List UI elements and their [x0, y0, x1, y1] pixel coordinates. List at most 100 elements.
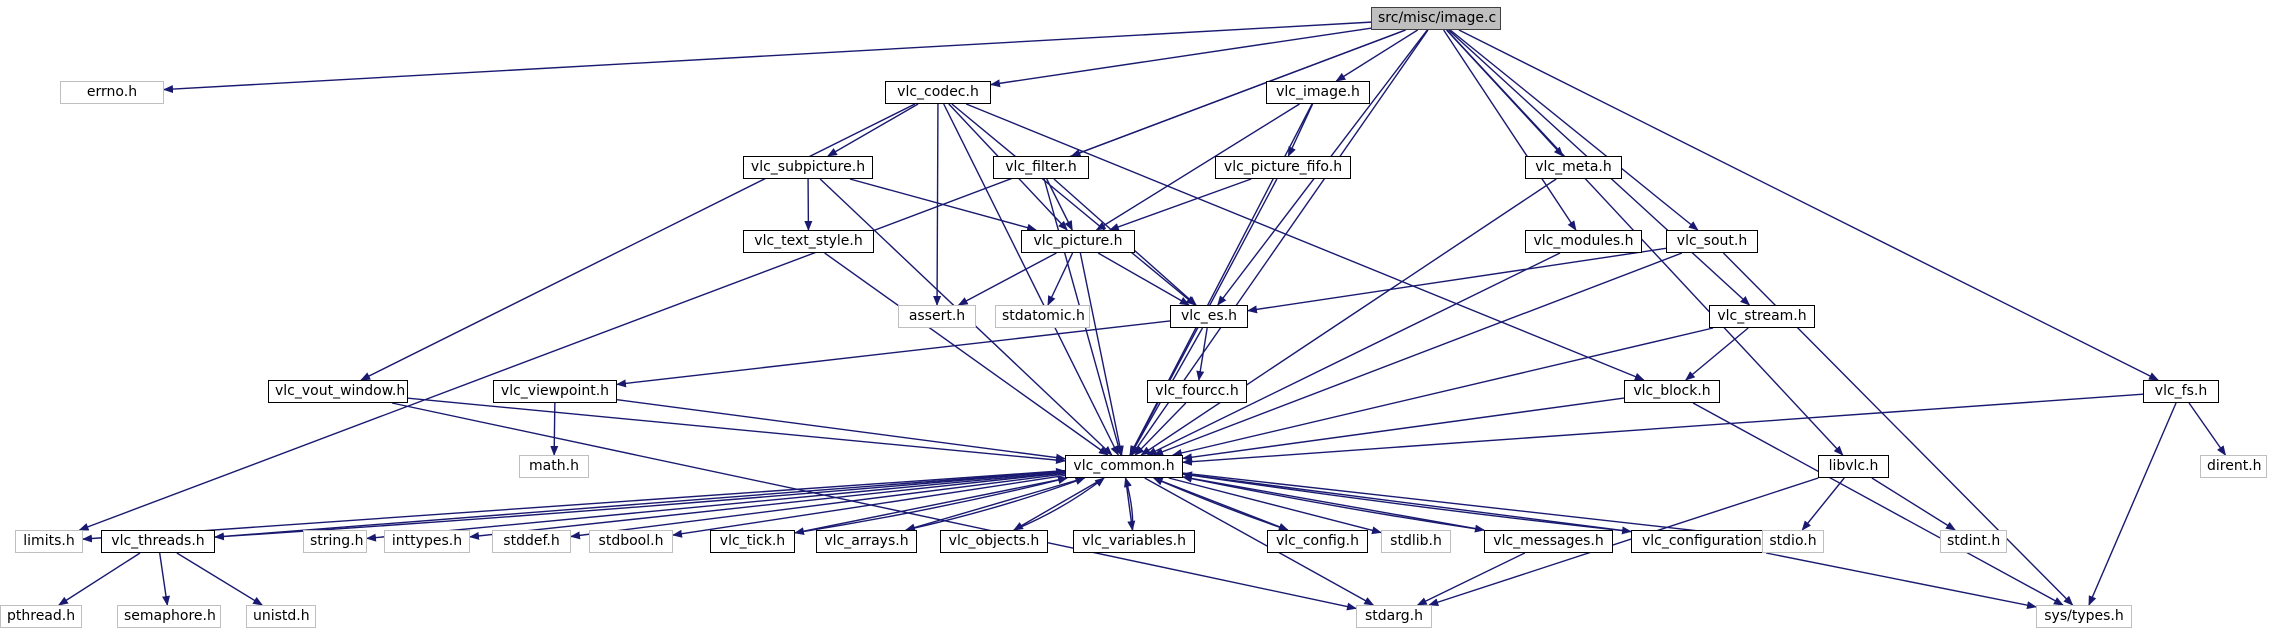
edge-vlc_sout-to-sys_types — [1722, 252, 2074, 606]
node-stdint-h: stdint.h — [1940, 530, 2007, 553]
node-vlc-subpicture-h[interactable]: vlc_subpicture.h — [743, 156, 873, 179]
node-errno-h: errno.h — [60, 81, 164, 104]
edge-vlc_block-to-sys_types — [1692, 402, 2064, 606]
node-vlc-messages-h[interactable]: vlc_messages.h — [1484, 530, 1613, 553]
edge-vlc_stream-to-vlc_common — [1171, 327, 1714, 457]
node-dirent-h: dirent.h — [2200, 455, 2267, 478]
edge-vlc_threads-to-pthread — [58, 552, 141, 606]
edge-libvlc-to-stdarg — [1428, 477, 1819, 607]
node-libvlc-h[interactable]: libvlc.h — [1818, 455, 1889, 478]
edge-vlc_viewpoint-to-vlc_common — [616, 398, 1066, 462]
node-limits-h: limits.h — [15, 530, 83, 553]
edge-vlc_common-to-stdio — [1182, 472, 1763, 541]
node-vlc-config-h[interactable]: vlc_config.h — [1267, 530, 1368, 553]
edge-vlc_threads-to-vlc_common — [214, 467, 1066, 538]
node-semaphore-h: semaphore.h — [117, 605, 221, 628]
node-math-h: math.h — [519, 455, 589, 478]
node-vlc-tick-h[interactable]: vlc_tick.h — [710, 530, 795, 553]
node-vlc-codec-h[interactable]: vlc_codec.h — [885, 81, 991, 104]
node-stdio-h: stdio.h — [1762, 530, 1824, 553]
edge-vlc_sout-to-vlc_common — [1153, 252, 1683, 456]
edge-vlc_stream-to-vlc_block — [1685, 327, 1749, 381]
edge-vlc_vout_window-to-stdarg — [391, 402, 1357, 611]
edge-vlc_filter-to-vlc_picture — [1046, 178, 1073, 231]
node-inttypes-h: inttypes.h — [384, 530, 470, 553]
node-vlc-objects-h[interactable]: vlc_objects.h — [940, 530, 1048, 553]
edge-vlc_threads-to-semaphore — [158, 552, 170, 606]
edge-vlc_es-to-vlc_fourcc — [1196, 327, 1208, 381]
edge-vlc_codec-to-vlc_es — [951, 103, 1196, 306]
node-vlc-stream-h[interactable]: vlc_stream.h — [1709, 305, 1815, 328]
edge-image_c-to-vlc_image — [1335, 29, 1419, 82]
node-vlc-picture-fifo-h[interactable]: vlc_picture_fifo.h — [1215, 156, 1351, 179]
node-vlc-meta-h[interactable]: vlc_meta.h — [1525, 156, 1622, 179]
node-vlc-block-h[interactable]: vlc_block.h — [1624, 380, 1720, 403]
node-vlc-fs-h[interactable]: vlc_fs.h — [2143, 380, 2219, 403]
edge-vlc_es-to-vlc_viewpoint — [616, 320, 1171, 388]
edge-vlc_fs-to-sys_types — [2088, 402, 2177, 606]
edge-vlc_common-to-stdarg — [1144, 477, 1375, 606]
edge-vlc_modules-to-vlc_common — [1146, 252, 1561, 456]
node-vlc-text-style-h[interactable]: vlc_text_style.h — [743, 230, 874, 253]
node-vlc-viewpoint-h[interactable]: vlc_viewpoint.h — [493, 380, 617, 403]
edge-vlc_picture-to-vlc_es — [1097, 252, 1190, 306]
edge-vlc_codec-to-vlc_block — [965, 103, 1645, 381]
node-vlc-image-h[interactable]: vlc_image.h — [1266, 81, 1370, 104]
edge-vlc_codec-to-vlc_vout_window — [360, 103, 916, 381]
edge-vlc_common-to-inttypes — [469, 472, 1066, 540]
edge-vlc_text_style-to-vlc_common — [824, 252, 1109, 456]
edge-vlc_common-to-vlc_configuration — [1182, 473, 1632, 535]
edge-vlc_fs-to-dirent — [2188, 402, 2227, 456]
node-stddef-h: stddef.h — [492, 530, 571, 553]
edge-image_c-to-limits — [78, 29, 1406, 531]
node-vlc-picture-h[interactable]: vlc_picture.h — [1021, 230, 1135, 253]
node-vlc-filter-h[interactable]: vlc_filter.h — [993, 156, 1089, 179]
edge-vlc_common-to-stdbool — [672, 474, 1066, 538]
edge-vlc_threads-to-unistd — [176, 552, 263, 606]
edge-vlc_configuration-to-sys_types — [1765, 552, 2037, 610]
edge-image_c-to-vlc_codec — [990, 27, 1372, 88]
edge-vlc_picture-to-stdatomic — [1047, 252, 1074, 306]
node-vlc-sout-h[interactable]: vlc_sout.h — [1666, 230, 1758, 253]
edge-vlc_messages-to-vlc_common — [1182, 474, 1485, 531]
node-vlc-configuration-h[interactable]: vlc_configuration.h — [1631, 530, 1786, 553]
edge-vlc_fourcc-to-vlc_common — [1134, 402, 1187, 456]
node-stdatomic-h: stdatomic.h — [995, 305, 1090, 328]
edge-vlc_tick-to-vlc_common — [794, 476, 1069, 534]
edge-image_c-to-vlc_modules — [1443, 29, 1577, 231]
edge-vlc_codec-to-vlc_common — [943, 103, 1119, 456]
node-vlc-fourcc-h[interactable]: vlc_fourcc.h — [1147, 380, 1247, 403]
node-vlc-modules-h[interactable]: vlc_modules.h — [1525, 230, 1642, 253]
node-assert-h: assert.h — [898, 305, 976, 328]
edge-vlc_common-to-vlc_tick — [794, 477, 1068, 536]
edge-vlc_common-to-stdlib — [1168, 477, 1382, 535]
edge-vlc_common-to-vlc_arrays — [905, 477, 1085, 532]
edge-vlc_objects-to-vlc_common — [1013, 477, 1105, 531]
node-vlc-arrays-h[interactable]: vlc_arrays.h — [816, 530, 917, 553]
edge-vlc_fs-to-vlc_common — [1182, 393, 2144, 466]
edge-vlc_meta-to-vlc_common — [1140, 178, 1557, 456]
edge-vlc_block-to-vlc_common — [1182, 397, 1625, 462]
edge-vlc_common-to-vlc_messages — [1182, 476, 1485, 533]
node-pthread-h: pthread.h — [0, 605, 82, 628]
edge-vlc_common-to-vlc_threads — [214, 470, 1066, 541]
node-vlc-vout-window-h[interactable]: vlc_vout_window.h — [268, 380, 408, 403]
edge-vlc_vout_window-to-vlc_common — [407, 397, 1066, 464]
edge-vlc_sout-to-vlc_es — [1247, 247, 1667, 314]
edge-vlc_picture-to-vlc_common — [1079, 252, 1124, 456]
node-vlc-common-h[interactable]: vlc_common.h — [1065, 455, 1183, 478]
node-stdlib-h: stdlib.h — [1381, 530, 1451, 553]
edge-image_c-to-vlc_sout — [1449, 29, 1699, 231]
edge-vlc_config-to-vlc_common — [1152, 477, 1289, 531]
node-stdarg-h: stdarg.h — [1356, 605, 1432, 628]
node-unistd-h: unistd.h — [246, 605, 316, 628]
edge-vlc_picture_fifo-to-vlc_picture — [1108, 178, 1252, 231]
node-vlc-variables-h[interactable]: vlc_variables.h — [1073, 530, 1195, 553]
node-vlc-es-h[interactable]: vlc_es.h — [1170, 305, 1248, 328]
node-image-c: src/misc/image.c — [1371, 7, 1501, 30]
edge-vlc_image-to-vlc_picture_fifo — [1287, 103, 1314, 157]
edge-vlc_viewpoint-to-math — [550, 402, 559, 456]
node-vlc-threads-h[interactable]: vlc_threads.h — [101, 530, 215, 553]
node-string-h: string.h — [303, 530, 367, 553]
